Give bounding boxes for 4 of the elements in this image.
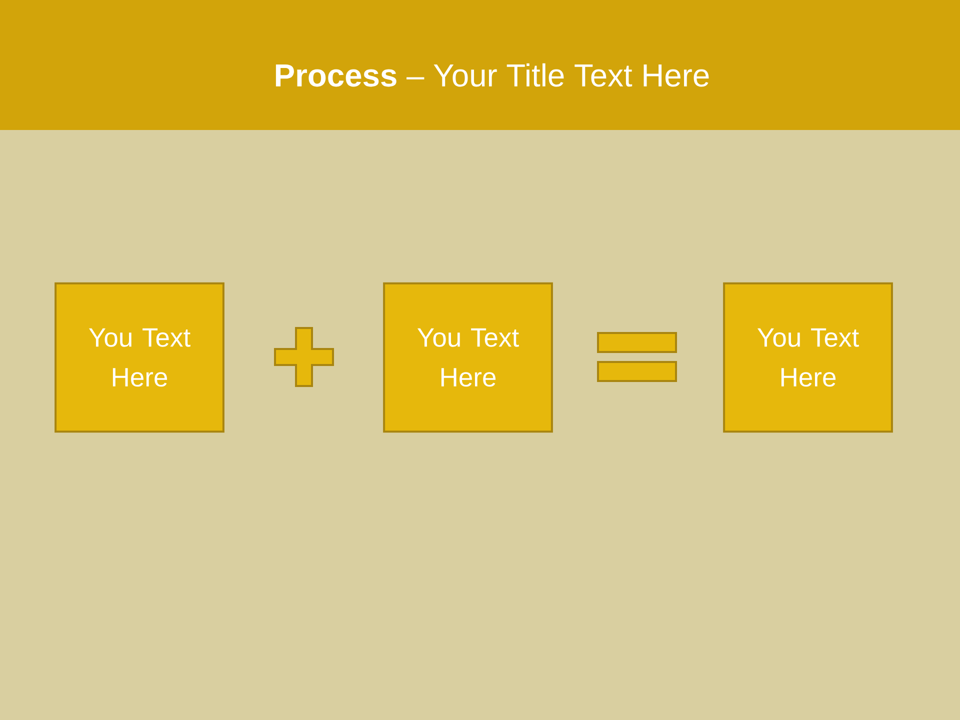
text-box: You Text Here (723, 282, 893, 433)
title: Process – Your Title Text Here (276, 63, 709, 87)
text-box: You Text Here (383, 282, 553, 433)
text-box: You Text Here (54, 282, 224, 433)
